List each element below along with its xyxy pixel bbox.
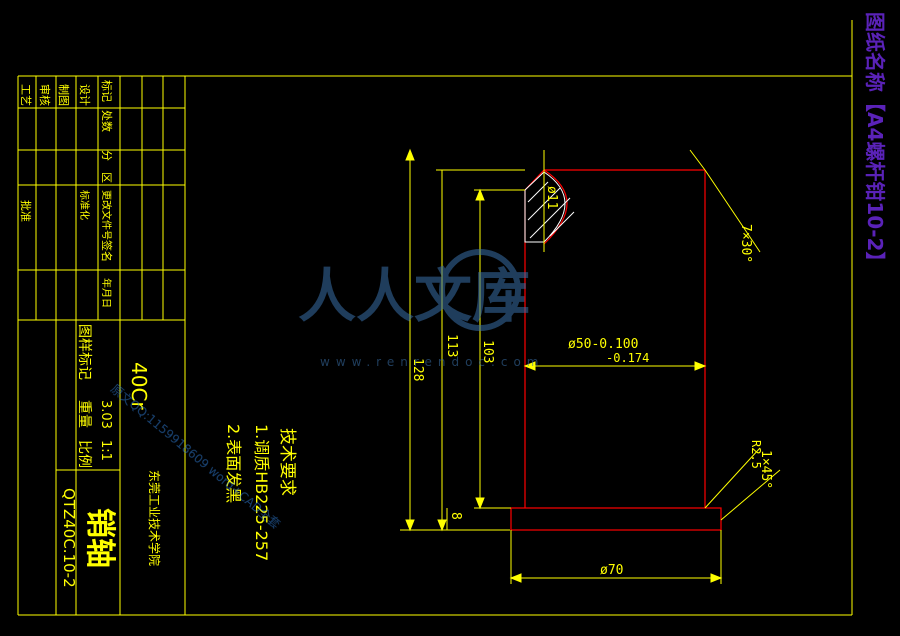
watermark: 人人文库 www.renrendoc.com 原文QQ:1159918609 w…: [108, 249, 544, 531]
tb-label-pizhun: 批准: [19, 200, 33, 222]
tb-label-gengai: 更改文件号: [100, 190, 113, 240]
leader-chamfer-bottom: [720, 469, 781, 521]
tb-label-zhitu: 制图: [57, 84, 70, 106]
tb-label-biaozhunhua: 标准化: [78, 190, 91, 220]
tb-label-sheji: 设计: [78, 84, 91, 106]
tb-label-jieduan: 图样标记: [76, 324, 92, 380]
tb-label-zhongliang: 重量: [76, 400, 92, 428]
dim-text-103: 103: [480, 340, 495, 363]
part-name: 销轴: [82, 508, 117, 568]
material-label: 40Cr: [127, 362, 151, 410]
watermark-url: www.renrendoc.com: [320, 355, 544, 369]
dimension-lines: [400, 148, 781, 584]
tech-req-item2: 2.表面发黑: [224, 424, 243, 503]
watermark-logo-icon: [439, 249, 521, 331]
tb-label-chuhu: 处数: [100, 110, 113, 132]
tb-weight-value: 3.03: [98, 400, 113, 429]
dim-text-113: 113: [444, 334, 459, 357]
drawing-frame: [17, 20, 853, 616]
dim-text-dia50: ø50-0.100: [568, 337, 638, 352]
tb-label-fenqu: 分: [100, 150, 113, 161]
tb-label-gongyi: 工艺: [19, 84, 32, 106]
dim-text-128: 128: [410, 358, 425, 381]
tb-label-shenhe: 审核: [38, 84, 52, 106]
dim-text-d70: ø70: [600, 563, 623, 578]
tb-label-qianming: 签名: [100, 240, 114, 262]
dim-text-radius: R2.5: [749, 440, 763, 469]
tech-req-heading: 技术要求: [277, 428, 297, 496]
dim-text-chamfer-bottom: 1×45°: [758, 450, 773, 489]
school-name: 东莞工业技术学院: [147, 470, 162, 566]
watermark-logo: 人人文库: [298, 262, 530, 330]
tb-label-bili: 比例: [76, 440, 92, 468]
tb-label-biaoji: 标记: [100, 80, 114, 102]
tech-req-item1: 1.调质HB225-257: [252, 424, 271, 561]
leader-chamfer-top: [704, 169, 761, 253]
cross-hole-arc: [543, 169, 568, 245]
leader-radius: [704, 447, 761, 509]
drawing-number: QTZ40C.10-2: [60, 488, 78, 588]
tb-label-gaiwenjian: 区: [100, 172, 113, 183]
sidebar-title: 图纸名称【A4螺杆钳10-2】: [863, 12, 887, 271]
dim-text-8: 8: [448, 512, 463, 520]
part-head-flange: [510, 507, 722, 531]
tb-scale-value: 1:1: [98, 440, 113, 461]
title-block: [18, 76, 186, 615]
dim-text-d11: ø11: [544, 186, 559, 209]
tb-label-riqi: 年月日: [100, 278, 113, 308]
dim-text-dia50-tol: -0.174: [606, 351, 649, 365]
dim-text-chamfer-top: 7×30°: [738, 224, 753, 263]
